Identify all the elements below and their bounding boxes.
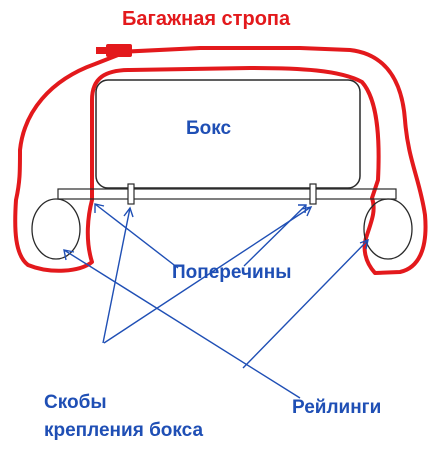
crossbar (57, 188, 397, 200)
rails-label: Рейлинги (292, 397, 382, 418)
roof-rail-right (363, 198, 413, 260)
brackets-label-line2: крепления бокса (44, 420, 204, 441)
crossbars-label: Поперечины (172, 262, 292, 283)
luggage-strap (13, 46, 428, 275)
box-outline (95, 79, 361, 189)
strap-buckle-icon (96, 44, 132, 57)
box-label: Бокс (186, 118, 232, 139)
bracket-right (309, 183, 317, 205)
roof-rail-left (31, 198, 81, 260)
bracket-left (127, 183, 135, 205)
strap-label: Багажная стропа (122, 8, 291, 30)
pointer-arrows (63, 203, 369, 399)
brackets-label-line1: Скобы (44, 392, 107, 413)
